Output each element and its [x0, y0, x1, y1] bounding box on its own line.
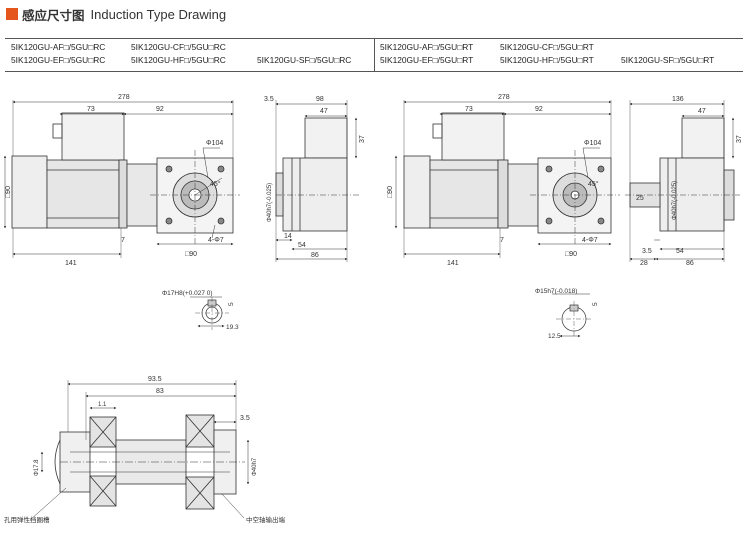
rc-dim-141: 141 [65, 260, 77, 267]
rc-side-bore: Φ40h7(-0.025) [267, 183, 273, 222]
rc-dim-92: 92 [156, 106, 164, 113]
rt-dim-92: 92 [535, 106, 543, 113]
rt-shaft-labels: Φ15h7(-0.018) 5 12.5 [535, 288, 599, 340]
rc-dim-phi104: Φ104 [206, 140, 223, 147]
rc-front-view [3, 100, 240, 258]
rt-side-dim-25: 25 [636, 195, 644, 202]
rc-side-labels: 3.5 98 47 37 Φ40h7(-0.025) 14 54 86 [264, 96, 366, 259]
section-dim-1-1: 1.1 [98, 402, 107, 408]
rt-side-view [625, 100, 740, 262]
model-table: 5IK120GU-AF□/5GU□RC 5IK120GU-CF□/5GU□RC … [5, 38, 743, 72]
model-rc-hf: 5IK120GU-HF□/5GU□RC [131, 55, 226, 65]
rt-dim-holes: 4-Φ7 [582, 237, 598, 244]
model-rt-sf: 5IK120GU-SF□/5GU□RT [621, 55, 715, 65]
rc-side-dim-14: 14 [284, 233, 292, 240]
section-dim-93-5: 93.5 [148, 376, 162, 383]
rc-front-labels: 278 73 92 Φ104 45° 4-Φ7 7 □90 141 □90 [5, 94, 224, 267]
rc-dim-73: 73 [87, 106, 95, 113]
rc-dim-278: 278 [118, 94, 130, 101]
section-dim-83: 83 [156, 388, 164, 395]
rc-dim-holes: 4-Φ7 [208, 237, 224, 244]
rc-hole-width: 5 [228, 302, 235, 306]
rt-side-dim-3-5: 3.5 [642, 248, 652, 255]
rt-shaft-dia: Φ15h7(-0.018) [535, 288, 577, 295]
model-rc-af: 5IK120GU-AF□/5GU□RC [11, 42, 106, 52]
rt-side-dim-136: 136 [672, 96, 684, 103]
section-labels: 93.5 83 1.1 3.5 Φ17.8 Φ40h7 孔用弹性挡圈槽 中空轴输… [4, 376, 286, 524]
model-rt-hf: 5IK120GU-HF□/5GU□RT [500, 55, 594, 65]
rt-shaft-detail [552, 293, 592, 338]
model-rt-af: 5IK120GU-AF□/5GU□RT [380, 42, 474, 52]
section-note-left: 孔用弹性挡圈槽 [4, 515, 50, 524]
rc-hole-depth: 19.3 [226, 324, 239, 331]
rt-dim-phi104: Φ104 [584, 140, 601, 147]
rt-dim-7: 7 [500, 237, 504, 244]
rc-dim-45: 45° [210, 180, 221, 188]
header-title-cn: 感应尺寸图 [22, 7, 85, 23]
model-rc-sf: 5IK120GU-SF□/5GU□RC [257, 55, 352, 65]
hollow-shaft-section [29, 380, 250, 521]
section-note-right: 中空轴输出端 [246, 515, 286, 524]
section-bore-right: Φ40h7 [252, 457, 258, 476]
rt-side-dim-47: 47 [698, 108, 706, 115]
model-rc-cf: 5IK120GU-CF□/5GU□RC [131, 42, 226, 52]
model-table-divider [374, 39, 375, 71]
rt-key-depth: 12.5 [548, 333, 561, 340]
rt-dim-sq90-side: □90 [387, 186, 394, 198]
model-rc-ef: 5IK120GU-EF□/5GU□RC [11, 55, 106, 65]
rt-side-labels: 136 47 37 Φ40h7(-0.025) 25 3.5 54 28 86 [636, 96, 743, 267]
rc-dim-sq90-bottom: □90 [185, 251, 197, 258]
header-marker [6, 8, 18, 20]
rt-key-width: 5 [592, 302, 599, 306]
rt-dim-sq90-bottom: □90 [565, 251, 577, 258]
rt-side-bore: Φ40h7(-0.025) [672, 181, 678, 220]
section-dim-3-5: 3.5 [240, 415, 250, 422]
rt-dim-141: 141 [447, 260, 459, 267]
model-rt-ef: 5IK120GU-EF□/5GU□RT [380, 55, 474, 65]
section-header: 感应尺寸图 Induction Type Drawing [6, 6, 227, 23]
model-rt-cf: 5IK120GU-CF□/5GU□RT [500, 42, 594, 52]
rc-side-dim-98: 98 [316, 96, 324, 103]
rt-side-dim-86: 86 [686, 260, 694, 267]
rt-dim-73: 73 [465, 106, 473, 113]
rt-dim-45: 45° [588, 180, 599, 188]
rc-dim-7: 7 [121, 237, 125, 244]
rc-side-view [275, 100, 360, 262]
rt-side-dim-54: 54 [676, 248, 684, 255]
header-title-en: Induction Type Drawing [90, 6, 227, 22]
rc-side-dim-3-5: 3.5 [264, 96, 274, 103]
rt-side-dim-37: 37 [736, 135, 743, 143]
rc-hole-labels: Φ17H8(+0.027 0) 5 19.3 [162, 290, 239, 331]
section-bore-left: Φ17.8 [34, 459, 40, 476]
rc-side-dim-47: 47 [320, 108, 328, 115]
rt-front-view [394, 100, 620, 258]
rc-side-dim-54: 54 [298, 242, 306, 249]
rc-dim-sq90-side: □90 [5, 186, 12, 198]
rt-side-dim-28: 28 [640, 260, 648, 267]
rc-hole-detail [190, 296, 229, 330]
rc-hole-dia: Φ17H8(+0.027 0) [162, 290, 213, 297]
rt-front-labels: 278 73 92 Φ104 45° 4-Φ7 7 □90 141 □90 [387, 94, 601, 267]
rc-side-dim-86: 86 [311, 252, 319, 259]
rc-side-dim-37: 37 [359, 135, 366, 143]
rt-dim-278: 278 [498, 94, 510, 101]
